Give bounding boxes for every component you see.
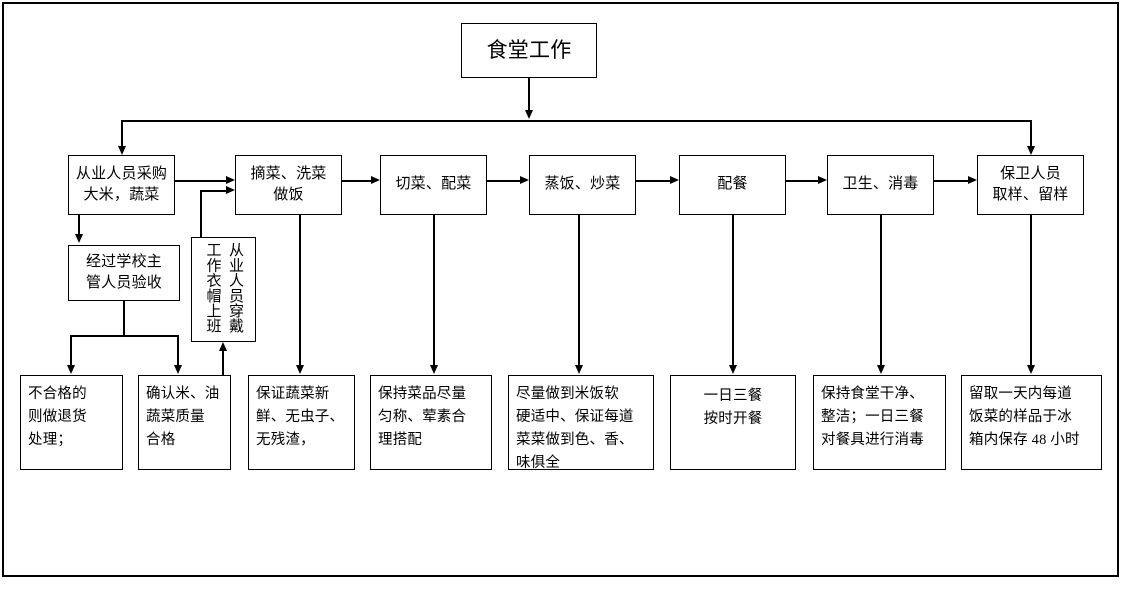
connector-acceptance-bracket bbox=[70, 335, 178, 337]
node-uniform: 从业人员穿戴 工作衣帽上班 bbox=[191, 237, 256, 342]
connector-stage6-stage7 bbox=[934, 180, 968, 182]
node-stage-pick-wash-label: 摘菜、洗菜 做饭 bbox=[250, 165, 327, 203]
node-leaf-clean-label: 保持食堂干净、 整洁；一日三餐 对餐具进行消毒 bbox=[821, 386, 924, 448]
arrow-stage2-to-fresh bbox=[295, 365, 304, 374]
arrow-stage4-stage5 bbox=[670, 176, 679, 184]
node-leaf-reject: 不合格的 则做退货 处理； bbox=[20, 375, 123, 470]
node-leaf-taste: 尽量做到米饭软 硬适中、保证每道 菜菜做到色、香、 味俱全 bbox=[508, 375, 654, 471]
arrow-stage5-to-mealtime bbox=[728, 365, 737, 374]
node-leaf-reject-label: 不合格的 则做退货 处理； bbox=[28, 386, 87, 448]
connector-bus-to-stage1 bbox=[121, 120, 123, 148]
arrow-stage3-to-balanced bbox=[429, 365, 438, 374]
node-stage-hygiene-label: 卫生、消毒 bbox=[842, 176, 919, 193]
arrow-acceptance-to-reject bbox=[66, 365, 75, 374]
node-leaf-retain-label: 留取一天内每道 饭菜的样品于冰 箱内保存 48 小时 bbox=[969, 386, 1080, 448]
arrow-qualityok-to-uniform bbox=[218, 342, 227, 351]
connector-stage4-stage5 bbox=[636, 180, 670, 182]
connector-distribution-bus bbox=[121, 120, 1031, 122]
connector-stage2-stage3 bbox=[342, 180, 371, 182]
node-leaf-quality-ok: 确认米、油 蔬菜质量 合格 bbox=[138, 375, 231, 470]
node-stage-serving-label: 配餐 bbox=[717, 176, 748, 193]
connector-stage5-stage6 bbox=[786, 180, 818, 182]
node-stage-cut-prep-label: 切菜、配菜 bbox=[395, 176, 472, 193]
arrow-acceptance-to-qualityok bbox=[173, 365, 182, 374]
node-canteen-work-label: 食堂工作 bbox=[486, 37, 572, 62]
node-stage-pick-wash: 摘菜、洗菜 做饭 bbox=[235, 155, 342, 215]
connector-stage1-acceptance bbox=[78, 215, 80, 236]
arrow-stage7-to-retain bbox=[1026, 365, 1035, 374]
node-stage-procurement: 从业人员采购 大米，蔬菜 bbox=[68, 155, 175, 215]
node-stage-sampling-label: 保卫人员 取样、留样 bbox=[992, 165, 1069, 203]
arrow-stage4-to-taste bbox=[574, 365, 583, 374]
node-stage-serving: 配餐 bbox=[679, 155, 786, 215]
connector-acceptance-left-drop bbox=[70, 335, 72, 367]
arrow-uniform-to-stage2 bbox=[226, 186, 235, 194]
arrow-stage6-to-clean bbox=[876, 365, 885, 374]
arrow-stage2-stage3 bbox=[371, 176, 380, 184]
node-leaf-mealtime-label: 一日三餐 按时开餐 bbox=[703, 388, 763, 427]
node-acceptance: 经过学校主 管人员验收 bbox=[68, 245, 180, 301]
node-canteen-work: 食堂工作 bbox=[461, 23, 597, 78]
connector-uniform-to-stage2 bbox=[200, 190, 226, 192]
node-stage-sampling: 保卫人员 取样、留样 bbox=[977, 155, 1084, 215]
arrow-stage5-stage6 bbox=[818, 176, 827, 184]
arrow-stage1-stage2 bbox=[226, 176, 235, 184]
arrow-bus-to-stage1 bbox=[117, 146, 126, 155]
node-leaf-taste-label: 尽量做到米饭软 硬适中、保证每道 菜菜做到色、香、 味俱全 bbox=[516, 386, 634, 471]
connector-stage4-to-taste bbox=[578, 215, 580, 367]
node-leaf-fresh: 保证蔬菜新 鲜、无虫子、 无残渣， bbox=[248, 375, 355, 470]
arrow-stage3-stage4 bbox=[520, 176, 529, 184]
connector-stage6-to-clean bbox=[880, 215, 882, 367]
arrow-root-to-bus bbox=[524, 110, 533, 119]
arrow-stage1-acceptance bbox=[74, 234, 83, 243]
connector-stage5-to-mealtime bbox=[732, 215, 734, 367]
connector-qualityok-to-uniform bbox=[222, 350, 224, 377]
connector-root-stem bbox=[528, 78, 530, 112]
page-outer-border bbox=[2, 2, 1119, 577]
connector-acceptance-right-drop bbox=[177, 335, 179, 367]
connector-stage7-to-retain bbox=[1030, 215, 1032, 367]
node-stage-cut-prep: 切菜、配菜 bbox=[380, 155, 487, 215]
node-leaf-clean: 保持食堂干净、 整洁；一日三餐 对餐具进行消毒 bbox=[813, 375, 946, 470]
connector-stage1-stage2 bbox=[175, 180, 226, 182]
connector-stage2-to-fresh bbox=[299, 215, 301, 367]
node-stage-steam-fry: 蒸饭、炒菜 bbox=[529, 155, 636, 215]
node-stage-steam-fry-label: 蒸饭、炒菜 bbox=[544, 176, 621, 193]
arrow-bus-to-stage7 bbox=[1026, 146, 1035, 155]
node-acceptance-label: 经过学校主 管人员验收 bbox=[85, 253, 162, 291]
connector-uniform-riser bbox=[200, 190, 202, 238]
node-uniform-label: 从业人员穿戴 工作衣帽上班 bbox=[204, 242, 244, 334]
node-leaf-quality-ok-label: 确认米、油 蔬菜质量 合格 bbox=[146, 386, 220, 448]
connector-bus-to-stage7 bbox=[1030, 120, 1032, 148]
arrow-stage6-stage7 bbox=[968, 176, 977, 184]
node-leaf-mealtime: 一日三餐 按时开餐 bbox=[670, 375, 796, 470]
node-stage-procurement-label: 从业人员采购 大米，蔬菜 bbox=[75, 165, 168, 203]
node-leaf-balanced: 保持菜品尽量 匀称、荤素合 理搭配 bbox=[370, 375, 492, 470]
node-stage-hygiene: 卫生、消毒 bbox=[827, 155, 934, 215]
connector-acceptance-stem bbox=[123, 301, 125, 336]
connector-stage3-to-balanced bbox=[433, 215, 435, 367]
node-leaf-retain: 留取一天内每道 饭菜的样品于冰 箱内保存 48 小时 bbox=[961, 375, 1102, 470]
connector-stage3-stage4 bbox=[487, 180, 520, 182]
node-leaf-balanced-label: 保持菜品尽量 匀称、荤素合 理搭配 bbox=[378, 386, 467, 448]
node-leaf-fresh-label: 保证蔬菜新 鲜、无虫子、 无残渣， bbox=[256, 386, 345, 448]
